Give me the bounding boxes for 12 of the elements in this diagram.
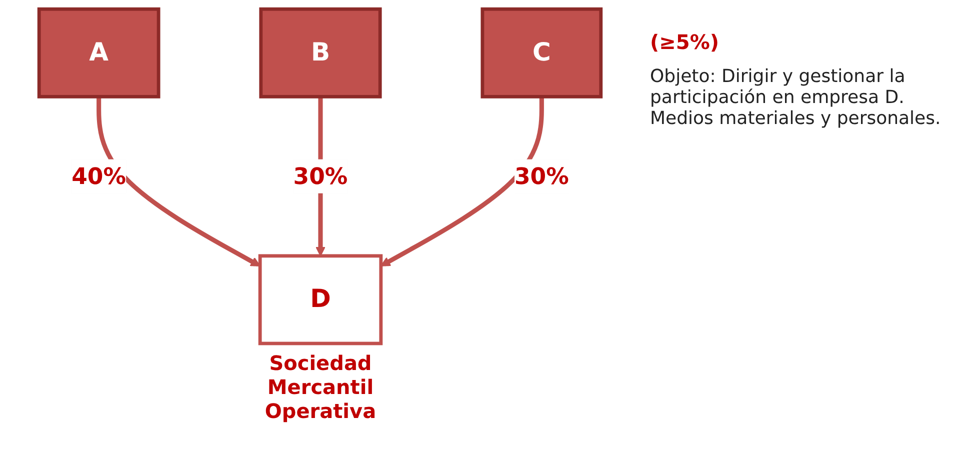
node-box: D <box>258 254 383 346</box>
edge-label: 30% <box>514 162 569 190</box>
arrow <box>96 96 261 266</box>
node-box: A <box>37 7 160 98</box>
percentage-note: (≥5%) <box>650 30 720 54</box>
arrow <box>380 96 544 266</box>
edge-label: 40% <box>72 162 126 190</box>
node-caption: Sociedad Mercantil Operativa <box>264 351 378 424</box>
node-box: C <box>480 7 603 98</box>
note-text: Objeto: Dirigir y gestionar la participación en empresa D. Medios materiales y personales. <box>650 66 942 129</box>
edge-label: 30% <box>293 162 348 190</box>
node-box: B <box>259 7 382 98</box>
